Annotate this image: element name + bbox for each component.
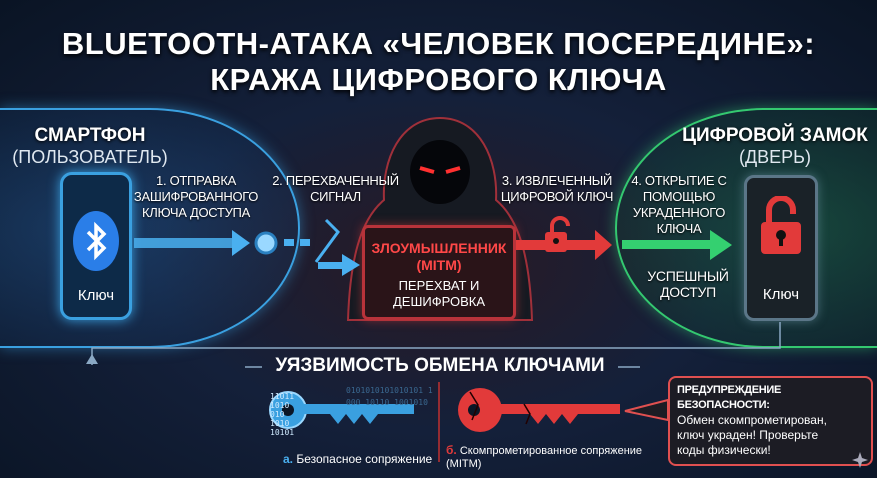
title-line-1: BLUETOOTH-АТАКА «ЧЕЛОВЕК ПОСЕРЕДИНЕ»: — [61, 26, 816, 61]
intercept-node — [254, 231, 278, 255]
smartphone-zone — [0, 108, 300, 348]
broken-key-icon — [458, 388, 620, 432]
smartphone-key-label: Ключ — [77, 287, 115, 304]
safe-key-bits: 11011 1010 010 1010 10101 — [270, 392, 295, 437]
step-4-label: 4. ОТКРЫТИЕ С ПОМОЩЬЮ УКРАДЕННОГО КЛЮЧА — [631, 173, 727, 236]
lock-subtitle: (ДВЕРЬ) — [738, 147, 811, 167]
warning-text: Обмен скомпрометирован, ключ украден! Пр… — [677, 413, 827, 457]
padlock-icon-small — [545, 216, 570, 252]
bluetooth-icon — [73, 211, 119, 271]
arrow-2 — [284, 218, 360, 276]
vulnerability-heading: УЯЗВИМОСТЬ ОБМЕНА КЛЮЧАМИ — [275, 355, 605, 376]
step-1-label: 1. ОТПРАВКА ЗАШИФРОВАННОГО КЛЮЧА ДОСТУПА — [133, 173, 259, 220]
title-line-2: КРАЖА ЦИФРОВОГО КЛЮЧА — [210, 62, 667, 97]
arrow-4 — [622, 230, 732, 260]
attacker-title: ЗЛОУМЫШЛЕННИК (MITM) — [371, 240, 507, 273]
lock-title: ЦИФРОВОЙ ЗАМОК — [682, 125, 868, 146]
security-warning: ПРЕДУПРЕЖДЕНИЕ БЕЗОПАСНОСТИ: Обмен скомп… — [668, 376, 873, 466]
compromised-text: Скомпрометированное сопряжение (MITM) — [446, 445, 643, 470]
safe-text: Безопасное сопряжение — [296, 452, 433, 466]
compromised-letter: б. — [446, 443, 457, 457]
step-3-label: 3. ИЗВЛЕЧЕННЫЙ ЦИФРОВОЙ КЛЮЧ — [500, 173, 614, 204]
safe-key-icon — [269, 391, 414, 429]
smartphone-subtitle: (ПОЛЬЗОВАТЕЛЬ) — [12, 147, 168, 167]
attacker-laptop: ЗЛОУМЫШЛЕННИК (MITM) ПЕРЕХВАТ И ДЕШИФРОВ… — [362, 225, 516, 320]
success-label: УСПЕШНЫЙ ДОСТУП — [647, 268, 729, 300]
attacker-action: ПЕРЕХВАТ И ДЕШИФРОВКА — [392, 278, 486, 309]
arrow-1 — [134, 230, 250, 256]
smartphone: Ключ — [60, 172, 132, 320]
binary-stream: 0101010101010101 1000 10110 1001010 — [346, 386, 433, 407]
safe-letter: а. — [283, 452, 294, 466]
sparkle-icon — [852, 452, 868, 468]
warning-title: ПРЕДУПРЕЖДЕНИЕ БЕЗОПАСНОСТИ: — [677, 384, 782, 411]
safe-pairing-caption: а. Безопасное сопряжение — [283, 452, 433, 466]
digital-lock: Ключ — [744, 175, 818, 321]
lock-key-label: Ключ — [762, 286, 800, 303]
step-2-label: 2. ПЕРЕХВАЧЕННЫЙ СИГНАЛ — [272, 173, 399, 204]
smartphone-title: СМАРТФОН — [34, 125, 146, 146]
compromised-pairing-caption: б. Скомпрометированное сопряжение (MITM) — [446, 444, 651, 471]
unlocked-padlock-icon — [761, 196, 801, 254]
